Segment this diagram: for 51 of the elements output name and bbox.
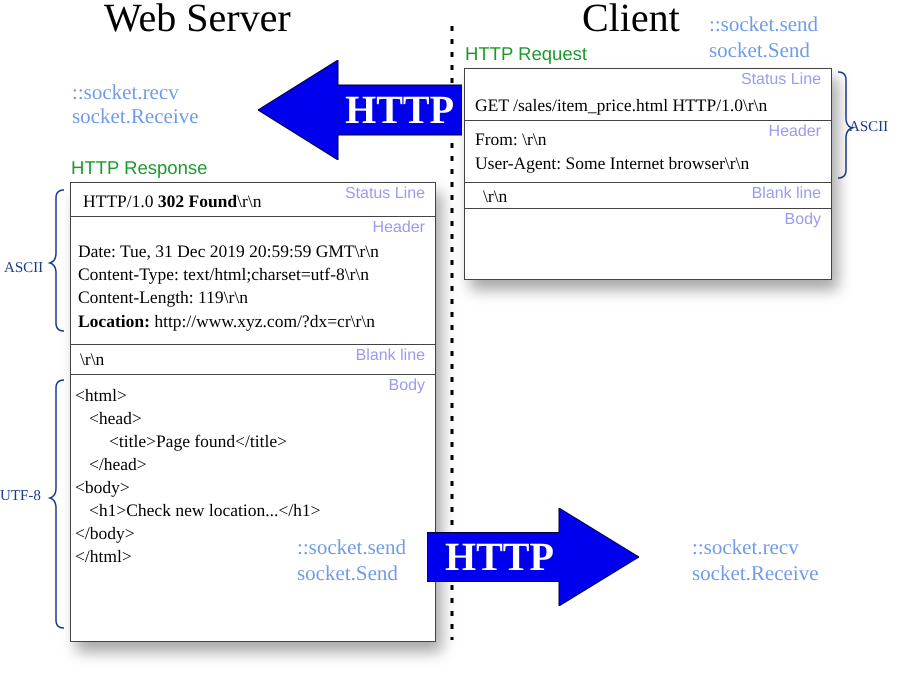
message-line: \r\n	[483, 186, 508, 207]
status-line-section	[71, 183, 435, 217]
message-line: </html>	[75, 546, 132, 567]
heading: Web Server	[104, 0, 291, 41]
message-line: <html>	[75, 385, 127, 406]
message-line: GET /sales/item_price.html HTTP/1.0\r\n	[475, 95, 768, 116]
annotation: UTF-8	[0, 488, 41, 505]
section-tag: Header	[768, 123, 821, 141]
status-line-section	[465, 69, 831, 121]
blank-line-section	[465, 183, 831, 209]
header-section	[71, 217, 435, 345]
section-tag: Status Line	[344, 185, 425, 203]
message-line: Location: http://www.xyz.com/?dx=cr\r\n	[78, 311, 375, 332]
message-line: From: \r\n	[475, 129, 546, 150]
message-line: <h1>Check new location...</h1>	[89, 500, 320, 521]
section-tag: Header	[372, 219, 425, 237]
section-tag: Body	[784, 211, 821, 229]
function-name: ::socket.send	[297, 535, 406, 560]
annotation: ASCII	[4, 260, 44, 277]
left-arrow	[258, 60, 462, 160]
message-line: HTTP/1.0 302 Found\r\n	[83, 191, 262, 212]
function-name: socket.Receive	[72, 104, 199, 129]
message-line: \r\n	[80, 349, 104, 370]
message-line: Date: Tue, 31 Dec 2019 20:59:59 GMT\r\n	[78, 241, 379, 262]
function-name: socket.Receive	[692, 561, 819, 586]
message-line: <body>	[75, 477, 130, 498]
function-name: ::socket.recv	[692, 535, 799, 560]
function-name: socket.Send	[297, 561, 398, 586]
message-heading: HTTP Request	[465, 43, 588, 65]
message-line: <title>Page found</title>	[109, 431, 287, 452]
message-line: </body>	[75, 523, 135, 544]
message-line: User-Agent: Some Internet browser\r\n	[475, 153, 750, 174]
message-line: </head>	[89, 454, 147, 475]
message-line: Content-Length: 119\r\n	[78, 287, 248, 308]
arrow-label: HTTP	[345, 86, 454, 133]
section-tag: Blank line	[356, 347, 425, 365]
section-tag: Status Line	[740, 71, 821, 89]
message-line: Content-Type: text/html;charset=utf-8\r\n	[78, 264, 370, 285]
function-name: socket.Send	[709, 38, 810, 63]
right-arrow	[427, 508, 639, 606]
section-tag: Body	[388, 377, 425, 395]
message-line: <head>	[89, 408, 142, 429]
blank-line-section	[71, 345, 435, 375]
heading: Client	[582, 0, 680, 41]
annotation: ASCII	[849, 119, 888, 136]
message-heading: HTTP Response	[71, 157, 208, 179]
arrow-label: HTTP	[445, 533, 554, 580]
section-tag: Blank line	[752, 185, 821, 203]
function-name: ::socket.send	[709, 12, 818, 37]
header-section	[465, 121, 831, 183]
function-name: ::socket.recv	[72, 80, 179, 105]
